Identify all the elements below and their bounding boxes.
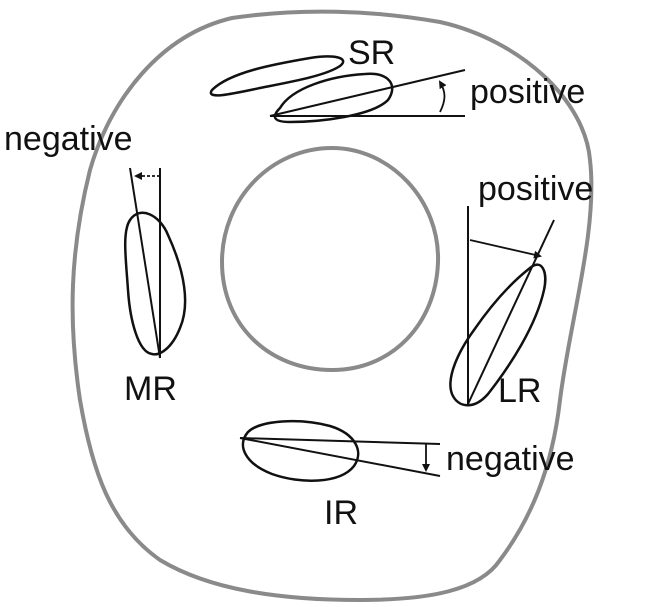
mr-angle-label: negative: [4, 120, 133, 158]
orbit-outline: [70, 9, 594, 603]
lr-group: positive LR: [449, 170, 593, 410]
sr-label: SR: [348, 34, 395, 72]
ir-group: negative IR: [239, 419, 575, 532]
ir-label: IR: [324, 494, 358, 532]
mr-group: negative MR: [4, 120, 187, 408]
ir-angle-label: negative: [446, 440, 575, 478]
ir-muscle-outline: [241, 419, 360, 482]
sr-angle-label: positive: [470, 73, 585, 111]
sr-group: SR positive: [209, 34, 585, 124]
mr-label: MR: [124, 370, 177, 408]
sr-axis-muscle: [269, 69, 466, 117]
mr-muscle-outline: [123, 211, 187, 356]
lr-label: LR: [498, 372, 541, 410]
sr-angle-arrow: [438, 80, 447, 113]
optic-canal-outline: [219, 145, 441, 373]
ir-axis-reference: [239, 437, 441, 445]
sr-muscle-outline: [273, 72, 394, 124]
lr-muscle-outline: [449, 263, 547, 407]
lr-angle-label: positive: [478, 170, 593, 208]
sr-muscle-small-outline: [209, 55, 345, 97]
lr-angle-arrow: [469, 239, 542, 259]
mr-axis-muscle: [129, 167, 161, 359]
lr-axis-muscle: [467, 219, 555, 405]
ir-axis-muscle: [239, 437, 441, 477]
